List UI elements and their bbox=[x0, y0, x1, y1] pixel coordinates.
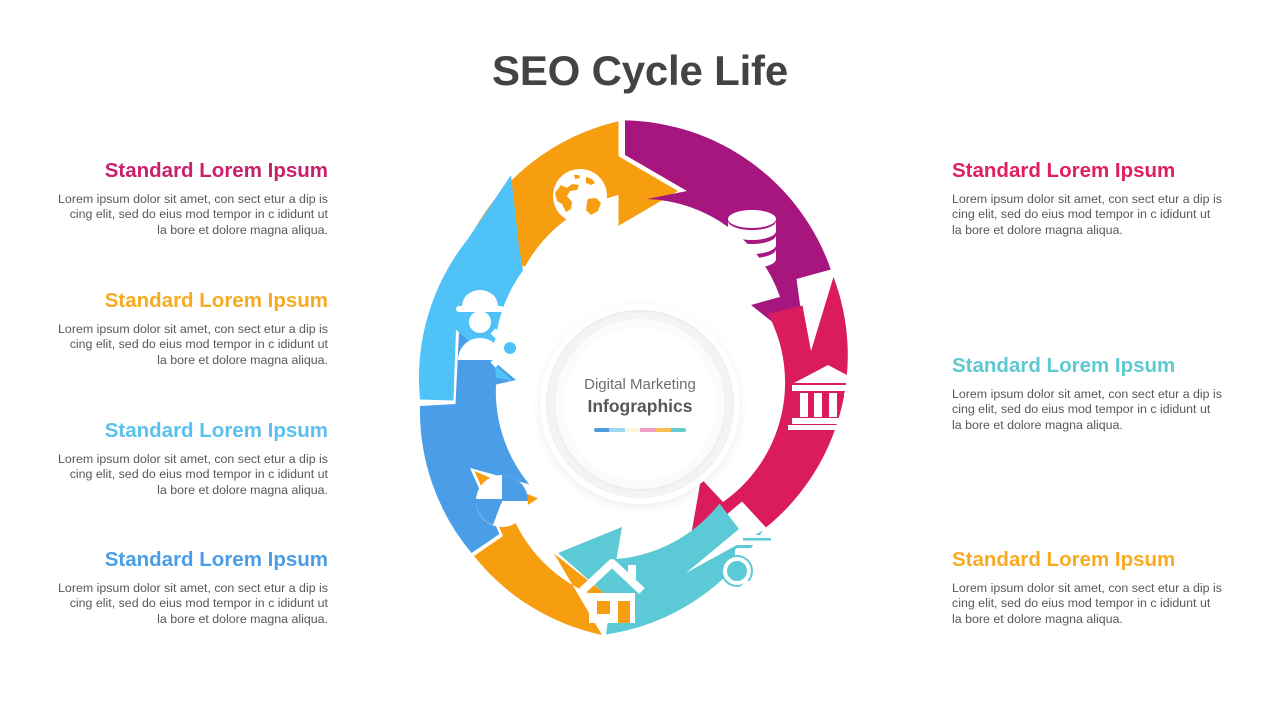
segment-pie[interactable] bbox=[419, 332, 530, 553]
text-block-body: Lorem ipsum dolor sit amet, con sect etu… bbox=[58, 451, 328, 498]
accent-seg-4 bbox=[639, 427, 656, 432]
package-search-icon bbox=[721, 535, 789, 594]
accent-seg-6 bbox=[670, 427, 686, 432]
house-icon bbox=[579, 559, 645, 623]
text-block-left-1: Standard Lorem Ipsum Lorem ipsum dolor s… bbox=[58, 159, 328, 239]
page-title: SEO Cycle Life bbox=[492, 47, 788, 94]
hub-inner-disc: Digital Marketing Infographics bbox=[564, 328, 716, 480]
segment-bank[interactable] bbox=[689, 277, 848, 547]
text-block-heading: Standard Lorem Ipsum bbox=[952, 548, 1176, 571]
text-block-left-2: Standard Lorem Ipsum Lorem ipsum dolor s… bbox=[58, 289, 328, 369]
center-hub: Digital Marketing Infographics bbox=[540, 304, 740, 504]
globe-icon bbox=[553, 169, 607, 223]
text-block-heading: Standard Lorem Ipsum bbox=[104, 289, 328, 312]
text-block-body: Lorem ipsum dolor sit amet, con sect etu… bbox=[952, 580, 1222, 627]
hub-title-line1: Digital Marketing bbox=[584, 376, 696, 394]
accent-seg-2 bbox=[609, 427, 625, 432]
accent-seg-3 bbox=[624, 427, 640, 432]
segment-worker[interactable] bbox=[418, 175, 523, 401]
bank-building-icon bbox=[788, 365, 868, 430]
text-block-right-3: Standard Lorem Ipsum Lorem ipsum dolor s… bbox=[952, 548, 1222, 628]
text-block-heading: Standard Lorem Ipsum bbox=[104, 548, 328, 571]
worker-gear-icon bbox=[456, 290, 534, 372]
text-block-body: Lorem ipsum dolor sit amet, con sect etu… bbox=[952, 386, 1222, 433]
segment-database[interactable] bbox=[625, 120, 831, 349]
text-block-heading: Standard Lorem Ipsum bbox=[104, 419, 328, 442]
text-block-body: Lorem ipsum dolor sit amet, con sect etu… bbox=[58, 191, 328, 238]
text-block-heading: Standard Lorem Ipsum bbox=[952, 354, 1176, 377]
text-block-body: Lorem ipsum dolor sit amet, con sect etu… bbox=[952, 191, 1222, 238]
text-block-left-4: Standard Lorem Ipsum Lorem ipsum dolor s… bbox=[58, 548, 328, 628]
database-icon bbox=[728, 210, 776, 268]
cycle-wheel bbox=[378, 116, 902, 640]
text-block-right-1: Standard Lorem Ipsum Lorem ipsum dolor s… bbox=[952, 159, 1222, 239]
accent-seg-5 bbox=[655, 427, 671, 432]
accent-seg-1 bbox=[594, 427, 610, 432]
pie-chart-icon bbox=[476, 475, 528, 527]
text-block-right-2: Standard Lorem Ipsum Lorem ipsum dolor s… bbox=[952, 354, 1222, 434]
hub-accent-bar bbox=[594, 427, 686, 432]
text-block-left-3: Standard Lorem Ipsum Lorem ipsum dolor s… bbox=[58, 419, 328, 499]
text-block-heading: Standard Lorem Ipsum bbox=[104, 159, 328, 182]
text-block-body: Lorem ipsum dolor sit amet, con sect etu… bbox=[58, 321, 328, 368]
wheel-icons bbox=[456, 169, 868, 623]
hub-title-line2: Infographics bbox=[587, 395, 693, 416]
segment-package[interactable] bbox=[558, 503, 763, 635]
text-block-body: Lorem ipsum dolor sit amet, con sect etu… bbox=[58, 580, 328, 627]
text-block-heading: Standard Lorem Ipsum bbox=[952, 159, 1176, 182]
